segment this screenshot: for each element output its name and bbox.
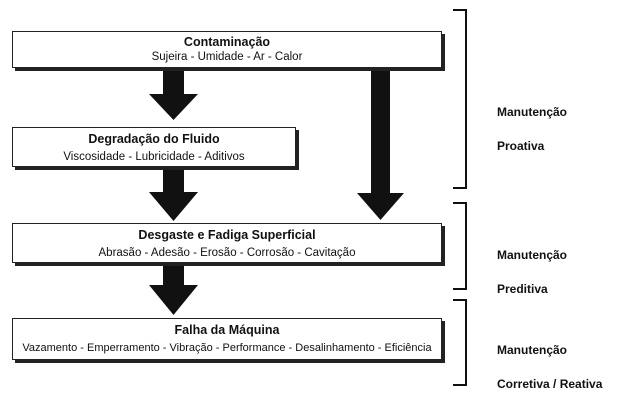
label-line: Proativa — [497, 139, 545, 153]
box-title: Degradação do Fluido — [88, 132, 220, 146]
box-wear-fatigue: Desgaste e Fadiga Superficial Abrasão - … — [12, 223, 442, 263]
box-title: Falha da Máquina — [174, 323, 280, 337]
label-line: Manutenção — [497, 343, 568, 357]
label-proactive-maintenance: Manutenção Proativa — [497, 87, 567, 155]
box-subtitle: Sujeira - Umidade - Ar - Calor — [151, 51, 303, 63]
label-line: Manutenção — [497, 105, 568, 119]
arrow-contamination-to-wear — [357, 68, 404, 220]
arrow-contamination-to-degradation — [149, 68, 198, 120]
label-predictive-maintenance: Manutenção Preditiva — [497, 230, 567, 298]
box-title: Desgaste e Fadiga Superficial — [138, 228, 316, 242]
box-subtitle: Abrasão - Adesão - Erosão - Corrosão - C… — [98, 247, 356, 259]
bracket-predictive — [453, 202, 467, 290]
label-line: Corretiva / Reativa — [497, 377, 603, 391]
box-subtitle: Viscosidade - Lubricidade - Aditivos — [63, 151, 245, 163]
box-title: Contaminação — [183, 35, 271, 49]
bracket-corrective — [453, 299, 467, 386]
label-corrective-maintenance: Manutenção Corretiva / Reativa — [497, 325, 602, 393]
box-contamination: Contaminação Sujeira - Umidade - Ar - Ca… — [12, 31, 442, 68]
box-machine-failure: Falha da Máquina Vazamento - Emperrament… — [12, 318, 442, 360]
label-line: Manutenção — [497, 248, 568, 262]
box-subtitle: Vazamento - Emperramento - Vibração - Pe… — [22, 342, 432, 354]
arrow-degradation-to-wear — [149, 168, 198, 221]
label-line: Preditiva — [497, 282, 548, 296]
box-fluid-degradation: Degradação do Fluido Viscosidade - Lubri… — [12, 127, 296, 167]
arrow-wear-to-failure — [149, 264, 198, 315]
bracket-proactive — [453, 9, 467, 189]
